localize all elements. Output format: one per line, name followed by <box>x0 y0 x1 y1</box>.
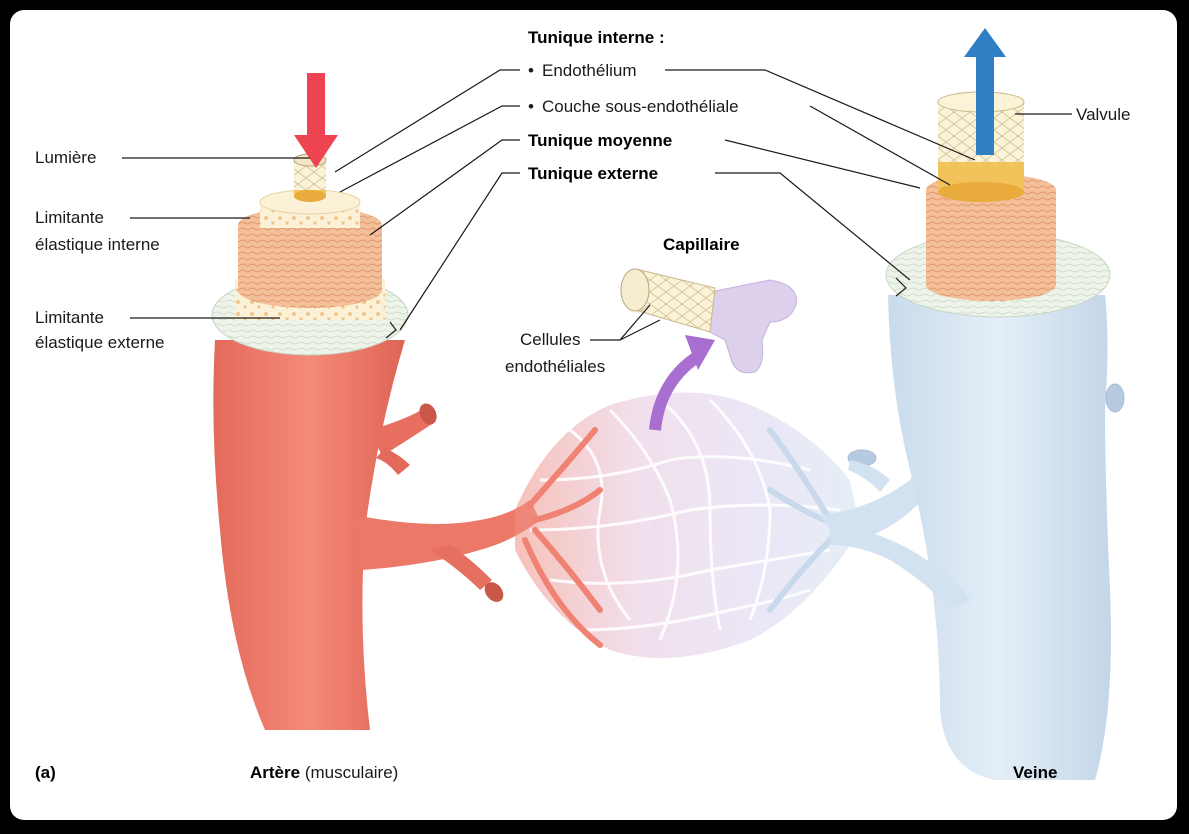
bullet-endothelium: • <box>528 61 534 80</box>
label-limitante-interne-1: Limitante <box>35 208 104 227</box>
blood-flow-in-arrow <box>294 73 338 168</box>
capillary-bed <box>515 393 860 659</box>
label-panel: (a) <box>35 763 56 782</box>
label-artere: Artère <box>250 763 300 782</box>
blood-vessel-diagram: Tunique interne : • Endothélium • Couche… <box>10 10 1177 820</box>
diagram-frame: Tunique interne : • Endothélium • Couche… <box>10 10 1177 820</box>
label-cellules-1: Cellules <box>520 330 580 349</box>
label-tunique-externe: Tunique externe <box>528 164 658 183</box>
label-limitante-interne-2: élastique interne <box>35 235 160 254</box>
label-endothelium: Endothélium <box>542 61 637 80</box>
label-limitante-externe-2: élastique externe <box>35 333 164 352</box>
label-tunique-interne: Tunique interne : <box>528 28 665 47</box>
label-veine: Veine <box>1013 763 1057 782</box>
label-couche-sous-endotheliale: Couche sous-endothéliale <box>542 97 739 116</box>
label-tunique-moyenne: Tunique moyenne <box>528 131 672 150</box>
label-capillaire: Capillaire <box>663 235 740 254</box>
label-lumiere: Lumière <box>35 148 96 167</box>
label-limitante-externe-1: Limitante <box>35 308 104 327</box>
bullet-couche: • <box>528 97 534 116</box>
artery-illustration <box>212 154 540 730</box>
caption-artere: Artère (musculaire) <box>250 763 398 782</box>
vein-illustration <box>820 92 1124 780</box>
vein-trunk <box>888 295 1111 780</box>
label-valvule: Valvule <box>1076 105 1131 124</box>
label-artere-sub: (musculaire) <box>300 763 398 782</box>
label-cellules-2: endothéliales <box>505 357 605 376</box>
